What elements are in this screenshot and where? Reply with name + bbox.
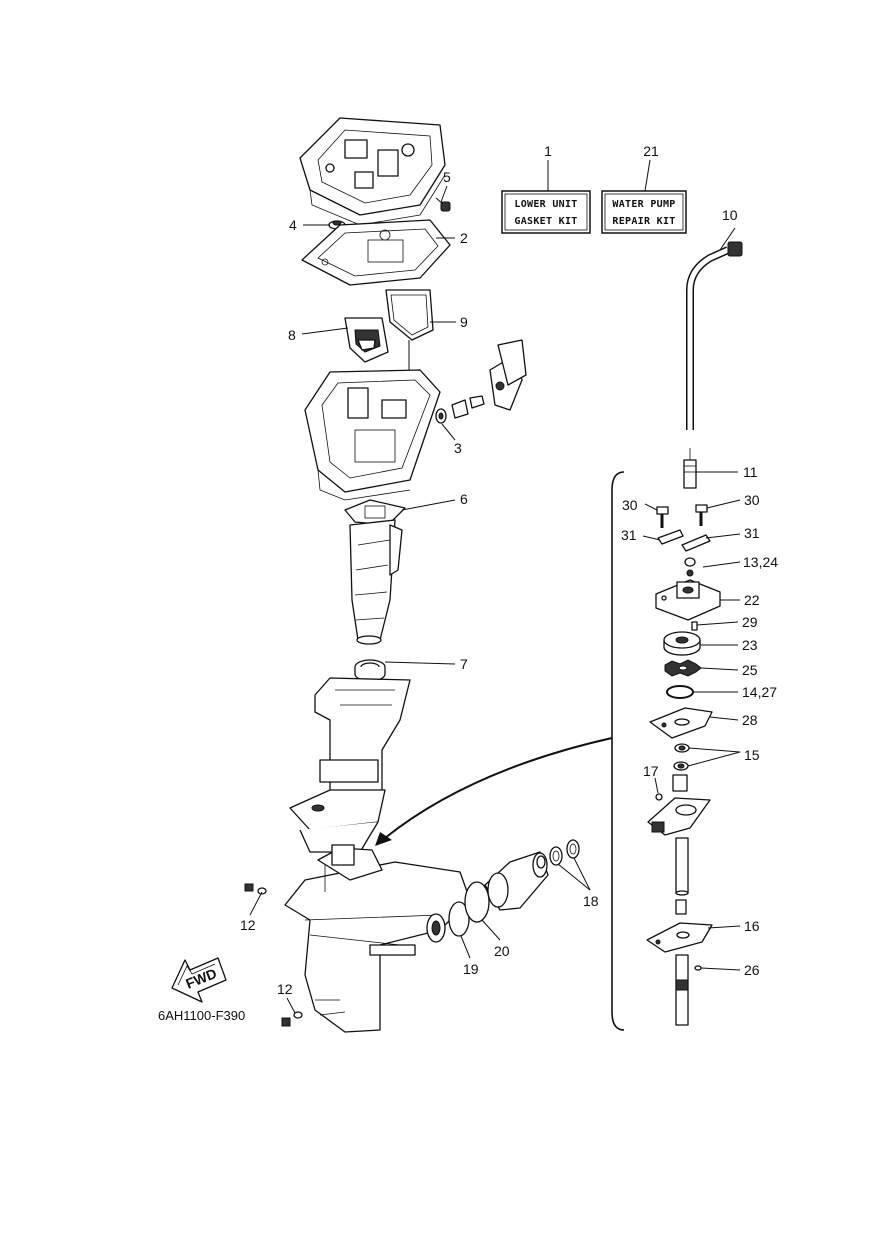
kit-box-water-pump-repair[interactable]: WATER PUMP REPAIR KIT 21 — [601, 143, 687, 234]
kit-line1: LOWER UNIT — [514, 199, 577, 210]
diagram-code: 6AH1100-F390 — [158, 1008, 245, 1023]
callout-14-27: 14,27 — [742, 684, 777, 700]
callout-5: 5 — [443, 169, 451, 185]
part-19-o-ring[interactable] — [448, 901, 470, 937]
part-23-insert-cartridge[interactable] — [663, 631, 701, 656]
callout-10: 10 — [722, 207, 738, 223]
part-13-24-seal[interactable] — [684, 557, 696, 577]
part-20-o-ring[interactable] — [464, 881, 490, 923]
callout-30-right: 30 — [744, 492, 760, 508]
callout-12-lower: 12 — [277, 981, 293, 997]
callout-13-24: 13,24 — [743, 554, 778, 570]
part-bearing-housing[interactable] — [426, 913, 446, 943]
callout-31-left: 31 — [621, 527, 637, 543]
part-pump-base[interactable] — [647, 774, 711, 836]
part-11-grommet[interactable] — [683, 448, 697, 489]
part-31-plate-left[interactable] — [657, 529, 684, 545]
callout-19: 19 — [463, 961, 479, 977]
part-15-seal-upper[interactable] — [674, 743, 690, 753]
part-12-drain-plug-lower[interactable] — [281, 1011, 303, 1027]
callout-6: 6 — [460, 491, 468, 507]
callout-labels: 4 5 2 8 9 3 6 7 10 11 30 30 31 31 13,24 … — [240, 169, 778, 997]
callout-22: 22 — [744, 592, 760, 608]
callout-12-upper: 12 — [240, 917, 256, 933]
part-drive-shaft[interactable] — [675, 837, 689, 915]
part-10-water-tube[interactable] — [686, 241, 743, 430]
part-drive-shaft-housing-upper[interactable] — [304, 369, 441, 501]
callout-23: 23 — [742, 637, 758, 653]
callout-18: 18 — [583, 893, 599, 909]
callout-26: 26 — [744, 962, 760, 978]
part-8-plate[interactable] — [344, 317, 389, 363]
part-14-27-o-ring[interactable] — [666, 685, 694, 699]
part-lower-drive-shaft[interactable] — [675, 954, 689, 1026]
callout-15: 15 — [744, 747, 760, 763]
kit-number: 1 — [544, 143, 552, 159]
part-6-gasket[interactable] — [344, 499, 406, 526]
part-17-pin[interactable] — [655, 793, 663, 801]
part-2-gasket[interactable] — [301, 219, 451, 286]
part-drive-shaft-tube[interactable] — [349, 519, 403, 645]
part-7-collar[interactable] — [354, 659, 386, 682]
part-31-plate-right[interactable] — [681, 534, 711, 552]
part-28-plate[interactable] — [649, 707, 713, 739]
callout-8: 8 — [288, 327, 296, 343]
kit-box-lower-unit-gasket[interactable]: LOWER UNIT GASKET KIT 1 — [501, 143, 591, 234]
callout-3: 3 — [454, 440, 462, 456]
callout-28: 28 — [742, 712, 758, 728]
leader-lines — [249, 185, 741, 1014]
callout-9: 9 — [460, 314, 468, 330]
part-5-bolt[interactable] — [435, 197, 451, 212]
kit-line1: WATER PUMP — [612, 199, 675, 210]
part-12-drain-plug-upper[interactable] — [244, 883, 267, 895]
callout-29: 29 — [742, 614, 758, 630]
callout-17: 17 — [643, 763, 659, 779]
callout-7: 7 — [460, 656, 468, 672]
callout-30-left: 30 — [622, 497, 638, 513]
callout-31-right: 31 — [744, 525, 760, 541]
pointer-arrow — [375, 737, 613, 846]
part-16-plate[interactable] — [646, 922, 713, 953]
kit-line2: REPAIR KIT — [612, 216, 675, 227]
callout-4: 4 — [289, 217, 297, 233]
callout-16: 16 — [744, 918, 760, 934]
part-18-seals[interactable] — [536, 839, 580, 869]
fwd-arrow-icon: FWD — [171, 957, 227, 1003]
part-upper-casing[interactable] — [299, 117, 446, 226]
part-30-bolt-right[interactable] — [695, 504, 708, 526]
part-25-impeller[interactable] — [664, 659, 702, 677]
part-29-pin[interactable] — [691, 621, 698, 631]
water-pump-bracket — [611, 471, 625, 1031]
part-gear-case[interactable] — [284, 844, 471, 1033]
part-3-connector[interactable] — [435, 339, 527, 424]
callout-20: 20 — [494, 943, 510, 959]
callout-2: 2 — [460, 230, 468, 246]
part-22-pump-housing[interactable] — [655, 579, 721, 621]
part-26-key[interactable] — [694, 965, 702, 971]
callout-25: 25 — [742, 662, 758, 678]
kit-line2: GASKET KIT — [514, 216, 577, 227]
callout-11: 11 — [743, 464, 758, 480]
part-15-seal-lower[interactable] — [673, 761, 689, 771]
part-30-bolt-left[interactable] — [656, 506, 669, 528]
kit-number: 21 — [643, 143, 659, 159]
part-9-gasket[interactable] — [385, 289, 434, 385]
part-lower-casing-upper[interactable] — [289, 677, 411, 853]
